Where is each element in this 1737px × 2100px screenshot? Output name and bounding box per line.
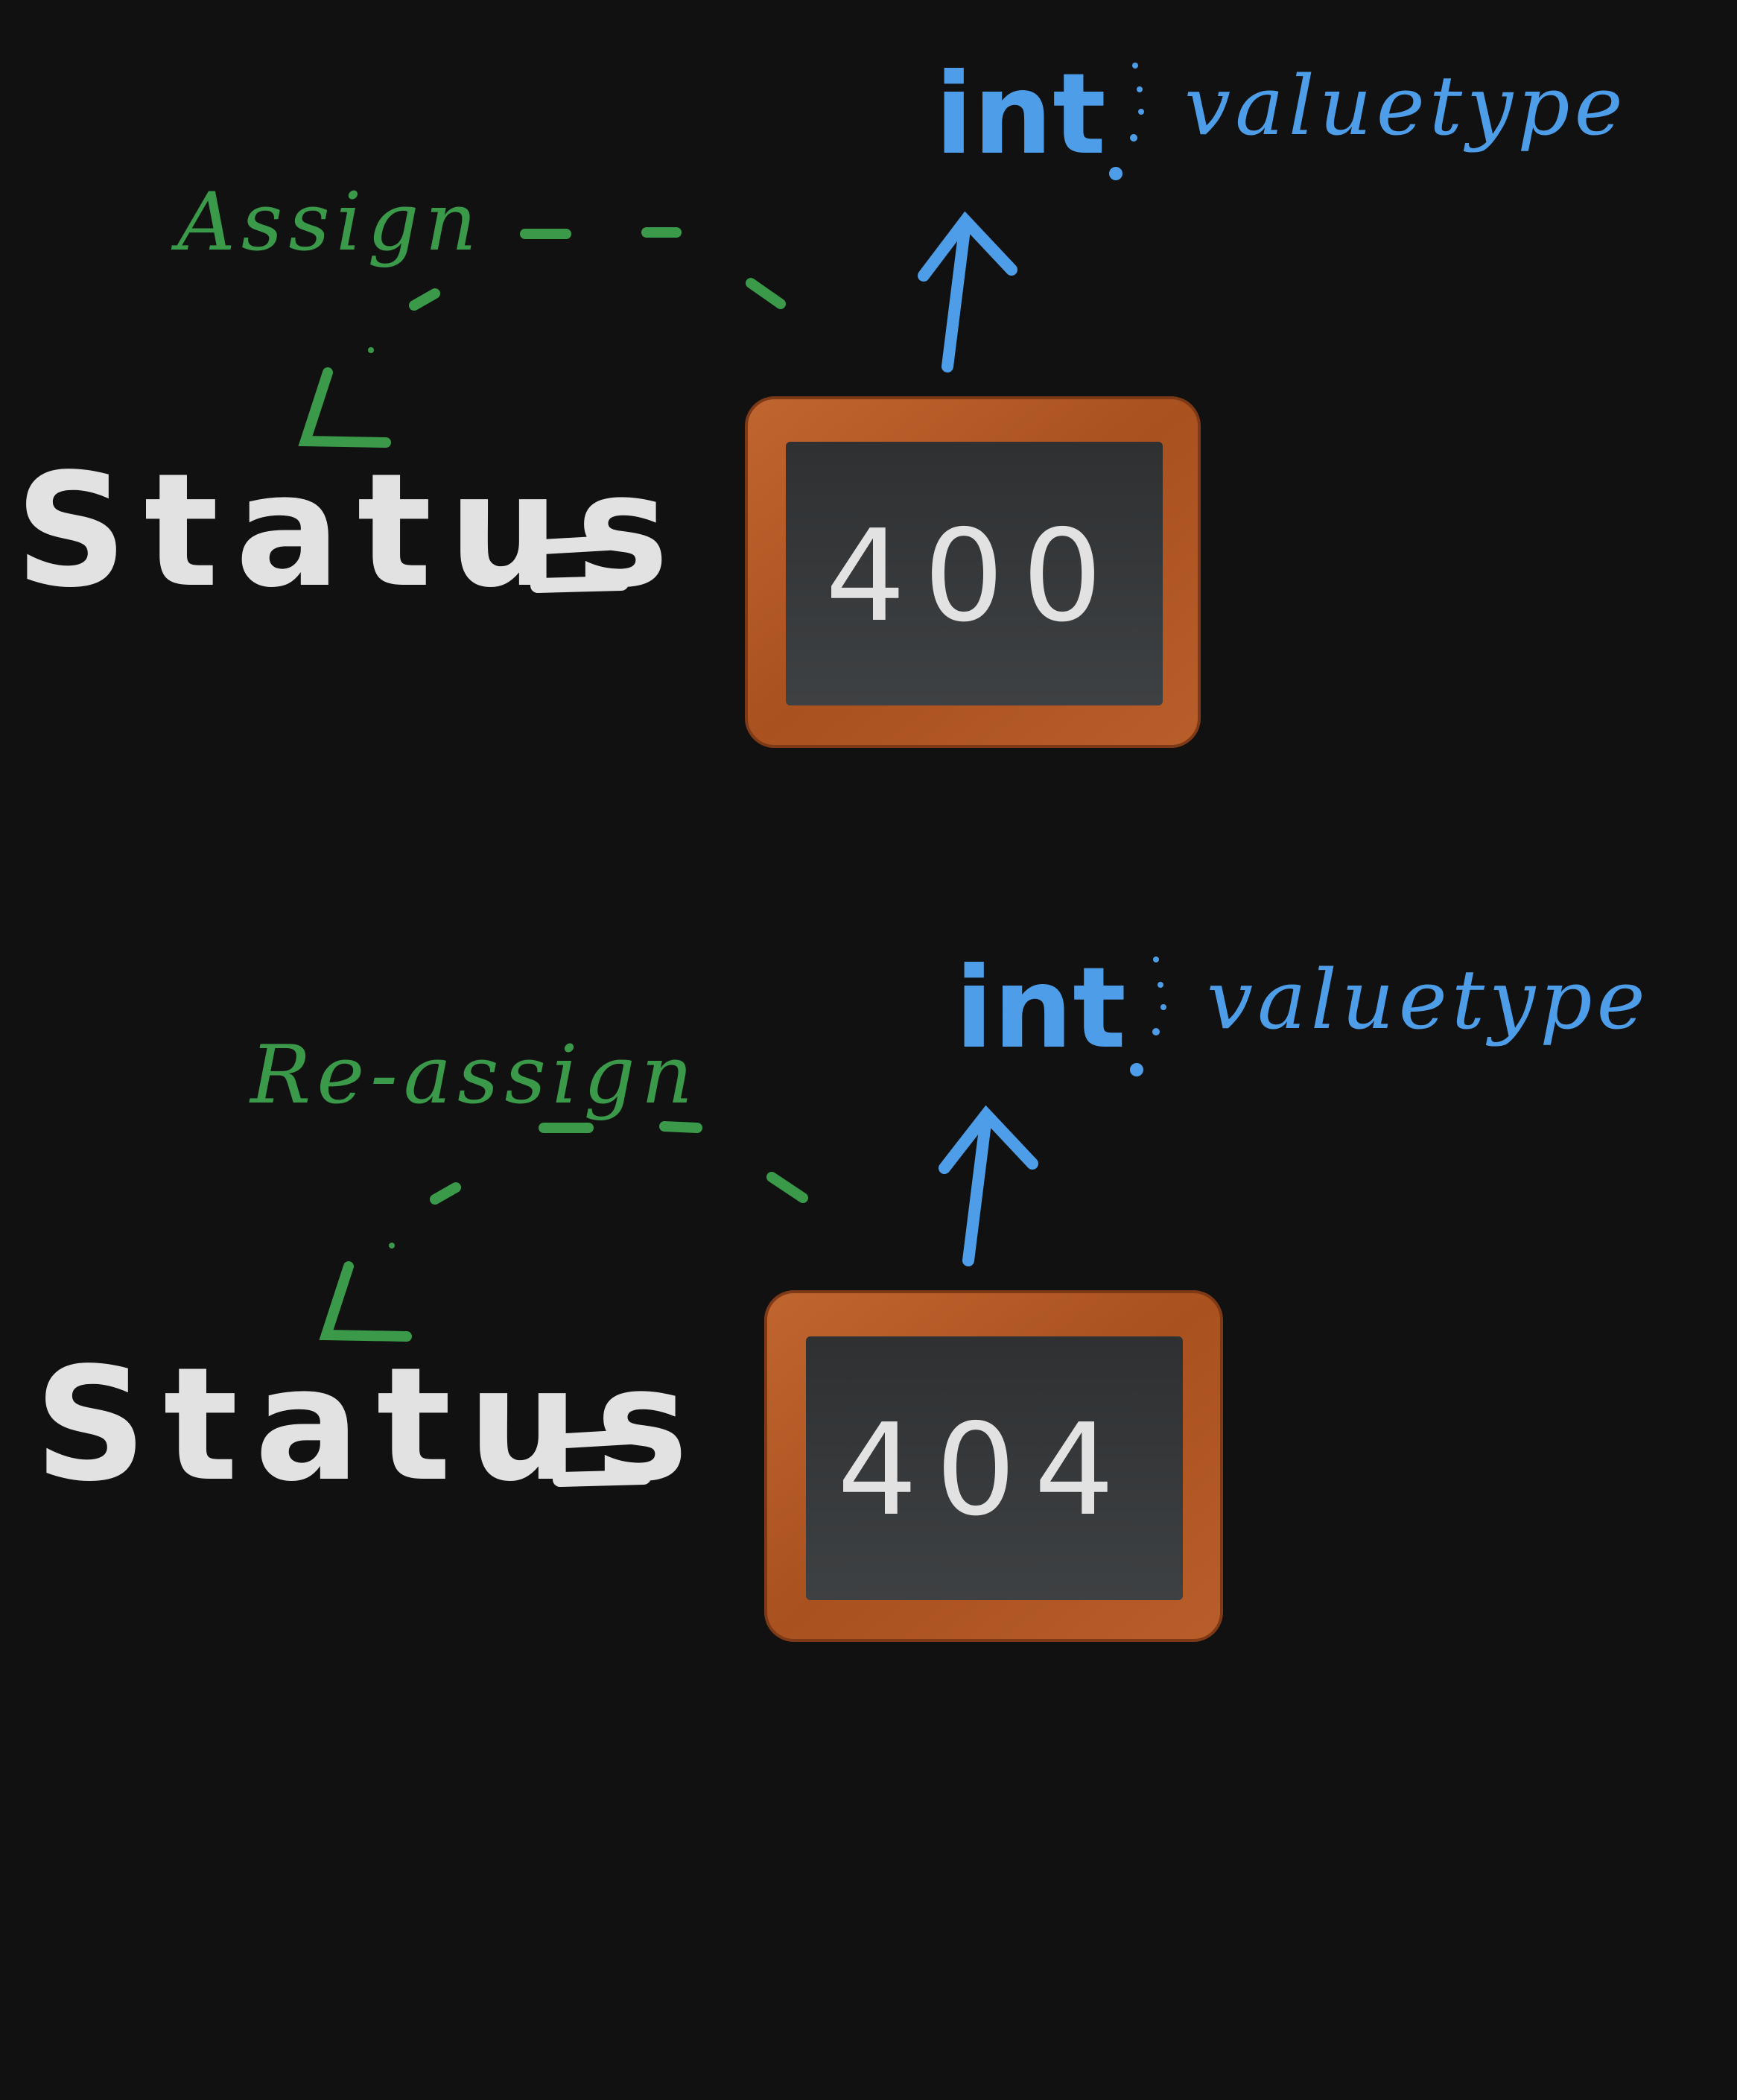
type-separator-dots xyxy=(1130,957,1166,1076)
value-label: 400 xyxy=(825,503,1120,650)
value-label: 404 xyxy=(837,1397,1132,1544)
type-name-label: int xyxy=(935,50,1106,180)
equals-sign xyxy=(523,535,629,593)
chalkboard-slate xyxy=(786,442,1163,705)
equals-sign xyxy=(545,1429,651,1487)
chalkboard-frame xyxy=(745,396,1201,748)
assign-dashed-arrow xyxy=(298,227,786,448)
action-label: Assign xyxy=(171,176,483,269)
type-arrow xyxy=(918,211,1017,372)
chalkboard-slate xyxy=(806,1336,1183,1600)
action-label: Re-assign xyxy=(249,1029,699,1122)
type-arrow xyxy=(939,1105,1038,1266)
reassign-block: int valuetype Re-assign Status xyxy=(34,944,1650,1642)
assign-block: int valuetype Assign Status xyxy=(15,50,1628,748)
type-name-label: int xyxy=(955,944,1126,1073)
type-kind-label: valuetype xyxy=(1184,58,1628,153)
variable-label: Status xyxy=(34,1333,705,1516)
reassign-dashed-arrow xyxy=(319,1121,808,1342)
type-separator-dots xyxy=(1109,63,1144,180)
type-kind-label: valuetype xyxy=(1207,952,1650,1047)
chalkboard-frame xyxy=(764,1290,1223,1642)
variable-label: Status xyxy=(15,440,685,622)
